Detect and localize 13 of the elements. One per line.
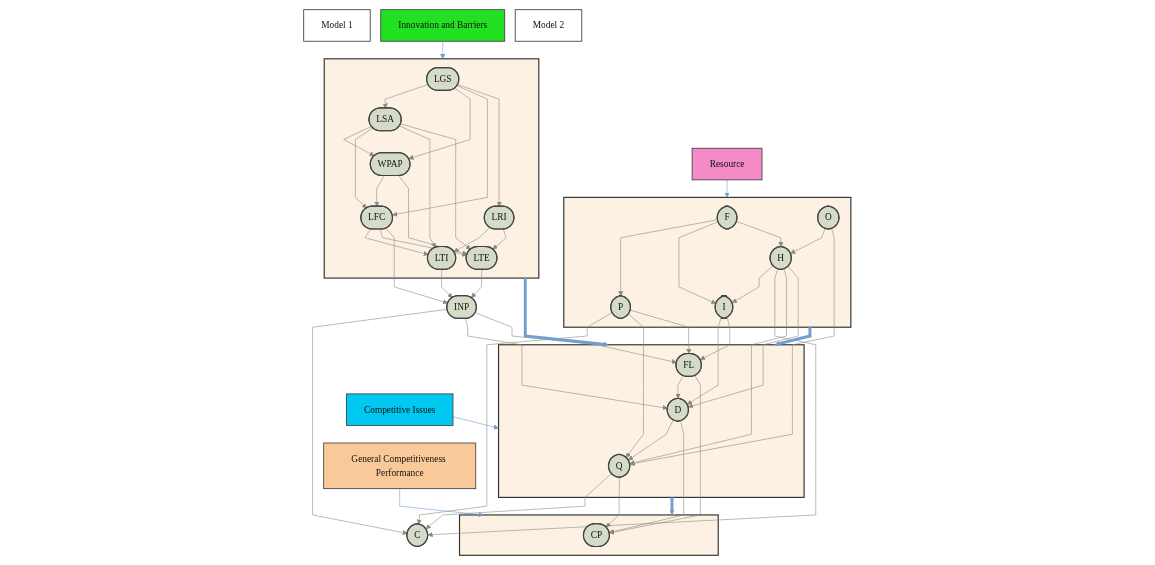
arrow <box>524 278 609 347</box>
cluster <box>498 344 805 498</box>
cluster <box>563 196 852 328</box>
node-box: Model 1 <box>303 9 371 42</box>
cluster <box>323 58 540 279</box>
node-box: Model 2 <box>515 9 583 42</box>
cluster <box>459 514 720 556</box>
node-box: Resource <box>691 147 763 181</box>
arrow <box>669 497 675 516</box>
arrow <box>774 327 812 347</box>
node-box: Competitive Issues <box>346 393 454 426</box>
node-box: Innovation and Barriers <box>380 9 506 42</box>
node-box: General Competitiveness Performance <box>323 442 477 490</box>
